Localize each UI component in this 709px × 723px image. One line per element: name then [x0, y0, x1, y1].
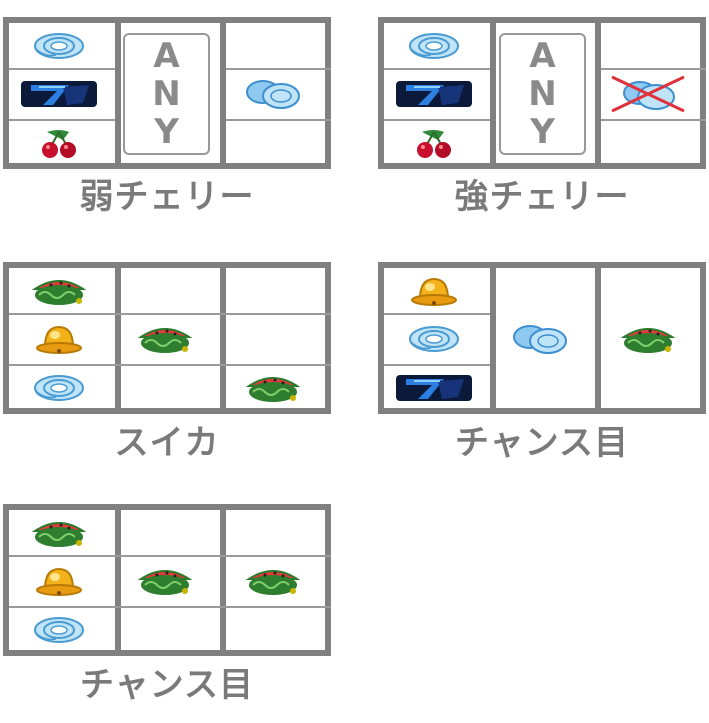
- bell-icon: [9, 557, 109, 605]
- watermelon-icon: [595, 315, 700, 363]
- watermelon-icon: [115, 315, 214, 363]
- any-letter: A: [153, 36, 180, 76]
- blue-coins-icon: [220, 70, 325, 118]
- watermelon-icon: [115, 557, 214, 605]
- blue-emblem-icon: [9, 607, 109, 652]
- panel-caption: 強チェリー: [454, 177, 630, 217]
- seven-icon-icon: [384, 70, 484, 118]
- bell-icon: [9, 315, 109, 363]
- blue-emblem-icon: [384, 23, 484, 68]
- seven-icon-icon: [384, 365, 484, 410]
- blue-coins-crossed-icon: [595, 70, 700, 118]
- seven-icon-icon: [9, 70, 109, 118]
- watermelon-icon: [9, 510, 109, 555]
- panel-caption: チャンス目: [80, 665, 254, 705]
- panel-caption: スイカ: [114, 423, 220, 463]
- cherry-icon: [9, 120, 109, 165]
- any-letter: Y: [530, 112, 555, 152]
- any-box: A N Y: [123, 33, 210, 155]
- blue-coins-icon: [490, 315, 589, 363]
- any-box: A N Y: [499, 33, 586, 155]
- blue-emblem-icon: [9, 365, 109, 410]
- blue-emblem-icon: [384, 315, 484, 363]
- bell-icon: [384, 268, 484, 313]
- panel-caption: チャンス目: [455, 423, 629, 463]
- any-letter: N: [528, 74, 557, 114]
- watermelon-icon: [220, 557, 325, 605]
- watermelon-icon: [220, 365, 325, 410]
- any-letter: N: [152, 74, 181, 114]
- any-letter: Y: [154, 112, 179, 152]
- panel-caption: 弱チェリー: [79, 177, 255, 217]
- blue-emblem-icon: [9, 23, 109, 68]
- watermelon-icon: [9, 268, 109, 313]
- cherry-icon: [384, 120, 484, 165]
- any-letter: A: [529, 36, 556, 76]
